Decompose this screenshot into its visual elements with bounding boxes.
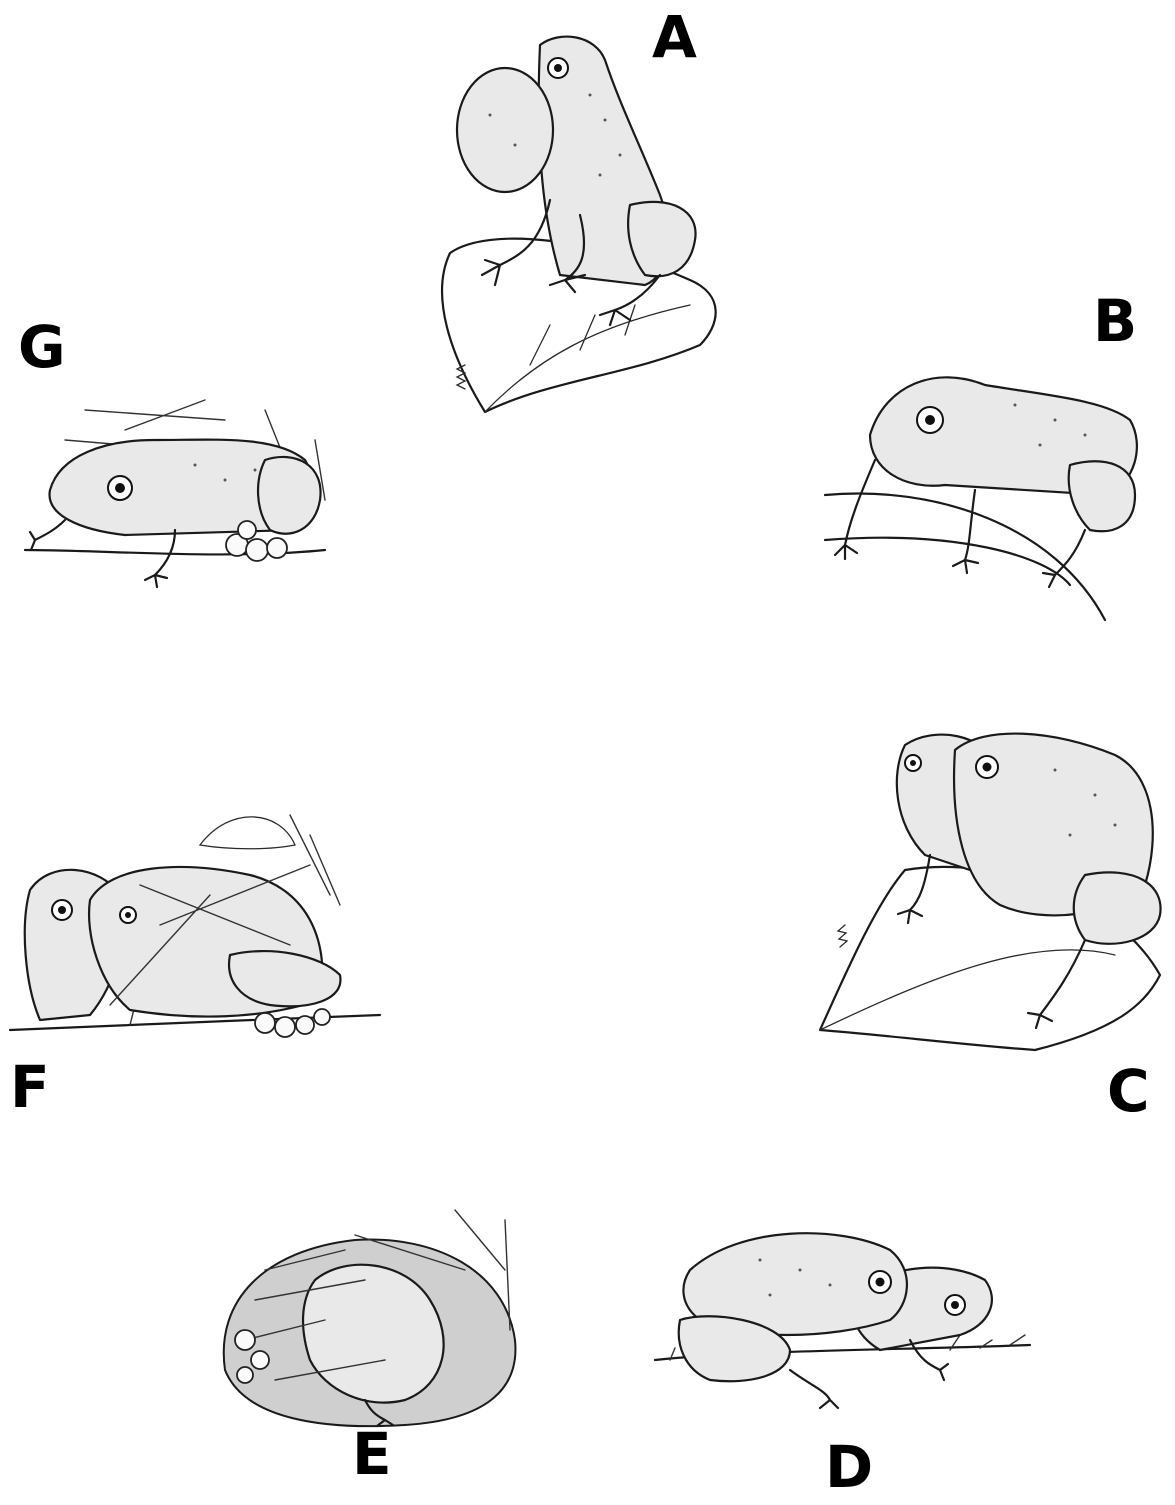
- stage-a-calling-frog-illustration: [430, 25, 730, 420]
- stage-label-c: C: [1107, 1062, 1150, 1120]
- stage-label-f: F: [10, 1058, 50, 1116]
- stage-e-pair-in-leaf-litter-illustration: [205, 1210, 535, 1435]
- stage-c-amplexus-on-leaf-illustration: [815, 725, 1170, 1055]
- stage-d-amplexus-on-ground-illustration: [650, 1210, 1045, 1425]
- stage-label-d: D: [825, 1438, 873, 1496]
- stage-label-b: B: [1093, 292, 1137, 350]
- stage-f-pair-with-eggs-illustration: [10, 805, 385, 1050]
- stage-label-g: G: [18, 318, 66, 376]
- stage-g-frog-guarding-eggs-illustration: [25, 400, 335, 600]
- stage-b-frog-on-branch-illustration: [815, 365, 1160, 630]
